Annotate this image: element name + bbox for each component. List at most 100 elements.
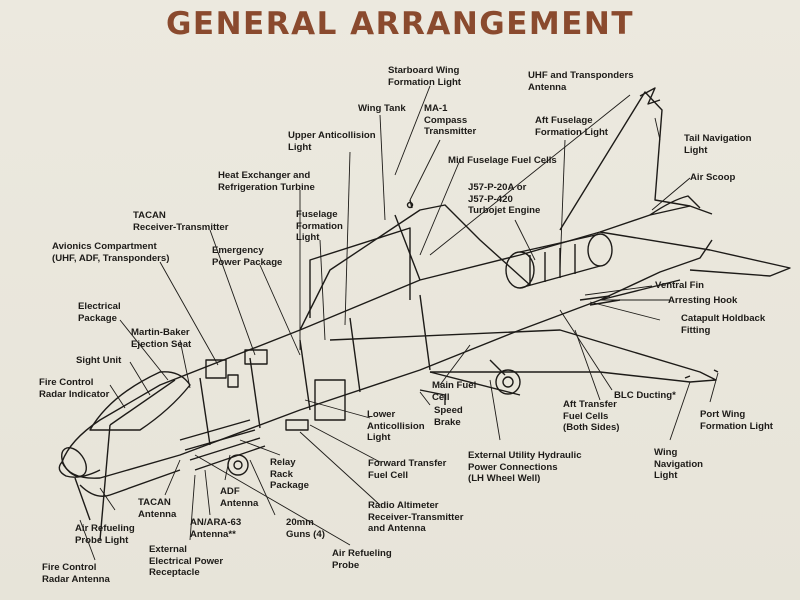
label-line: TACAN bbox=[133, 210, 166, 221]
label-line: Fire Control bbox=[39, 377, 94, 388]
label-line: Port Wing bbox=[700, 409, 746, 420]
label-line: Fitting bbox=[681, 324, 711, 336]
label-line: External Utility Hydraulic bbox=[468, 450, 582, 461]
label-line: Radar Antenna bbox=[42, 573, 110, 585]
label-speed-brake: Speed Brake bbox=[434, 405, 463, 428]
label-line: Light bbox=[654, 470, 678, 481]
label-blc-ducting: BLC Ducting* bbox=[614, 390, 676, 402]
label-air-scoop: Air Scoop bbox=[690, 172, 735, 184]
label-line: J57-P-420 bbox=[468, 193, 513, 205]
label-line: Navigation bbox=[654, 458, 704, 470]
label-external-power: External Electrical Power Receptacle bbox=[149, 544, 223, 579]
label-air-refueling-probe: Air Refueling Probe bbox=[332, 548, 392, 571]
label-line: ADF bbox=[220, 486, 240, 497]
label-line: Light bbox=[288, 141, 312, 153]
label-wing-tank: Wing Tank bbox=[358, 103, 406, 115]
label-line: Anticollision bbox=[367, 420, 425, 432]
label-line: Air Refueling bbox=[75, 523, 135, 534]
label-tail-nav-light: Tail Navigation Light bbox=[684, 133, 752, 156]
label-line: BLC Ducting* bbox=[614, 390, 676, 401]
label-line: AN/ARA-63 bbox=[190, 517, 242, 528]
label-port-wing-light: Port Wing Formation Light bbox=[700, 409, 773, 432]
label-line: Fuel Cell bbox=[368, 469, 408, 481]
label-main-fuel-cell: Main Fuel Cell bbox=[432, 380, 476, 403]
label-line: Guns (4) bbox=[286, 528, 325, 540]
leader-lines bbox=[79, 85, 719, 561]
label-catapult: Catapult Holdback Fitting bbox=[681, 313, 765, 336]
label-line: Package bbox=[78, 312, 117, 324]
label-line: Probe bbox=[332, 559, 360, 571]
label-uhf-antenna: UHF and Transponders Antenna bbox=[528, 70, 634, 93]
label-line: Ventral Fin bbox=[655, 280, 705, 291]
label-tacan-antenna: TACAN Antenna bbox=[138, 497, 176, 520]
label-line: Air Scoop bbox=[690, 172, 736, 183]
label-line: Heat Exchanger and bbox=[218, 170, 311, 181]
label-ara63-antenna: AN/ARA-63 Antenna** bbox=[190, 517, 241, 540]
label-line: Light bbox=[296, 232, 320, 243]
label-line: Aft Fuselage bbox=[535, 115, 593, 126]
label-line: Electrical bbox=[78, 301, 121, 312]
label-line: MA-1 bbox=[424, 103, 448, 114]
label-line: Fuel Cells bbox=[563, 410, 609, 422]
label-line: Catapult Holdback bbox=[681, 313, 766, 324]
label-line: Aft Transfer bbox=[563, 399, 617, 410]
label-line: Antenna** bbox=[190, 528, 236, 540]
label-air-refueling-light: Air Refueling Probe Light bbox=[75, 523, 135, 546]
label-line: Forward Transfer bbox=[368, 458, 447, 469]
label-line: (UHF, ADF, Transponders) bbox=[52, 252, 170, 264]
label-line: Fire Control bbox=[42, 562, 97, 573]
label-line: Formation Light bbox=[700, 420, 774, 432]
label-line: UHF and Transponders bbox=[528, 70, 634, 81]
label-line: TACAN bbox=[138, 497, 171, 508]
label-avionics: Avionics Compartment (UHF, ADF, Transpon… bbox=[52, 241, 169, 264]
label-line: Receiver-Transmitter bbox=[133, 221, 229, 233]
label-starboard-wing-light: Starboard Wing Formation Light bbox=[388, 65, 461, 88]
label-line: Relay bbox=[270, 457, 296, 468]
label-line: Formation bbox=[296, 220, 343, 232]
label-line: Package bbox=[270, 480, 309, 491]
label-line: Antenna bbox=[138, 508, 177, 520]
label-line: Light bbox=[684, 144, 708, 156]
label-heat-exchanger: Heat Exchanger and Refrigeration Turbine bbox=[218, 170, 315, 193]
label-line: Martin-Baker bbox=[131, 327, 190, 338]
label-line: (Both Sides) bbox=[563, 422, 620, 433]
label-guns: 20mm Guns (4) bbox=[286, 517, 325, 540]
label-line: Brake bbox=[434, 416, 461, 428]
label-line: Transmitter bbox=[424, 126, 477, 137]
label-line: (LH Wheel Well) bbox=[468, 473, 541, 484]
label-line: Lower bbox=[367, 409, 396, 420]
label-sight-unit: Sight Unit bbox=[76, 355, 121, 367]
label-line: Sight Unit bbox=[76, 355, 122, 366]
label-line: Light bbox=[367, 432, 391, 443]
label-lower-anticollision: Lower Anticollision Light bbox=[367, 409, 425, 444]
label-fuselage-light: Fuselage Formation Light bbox=[296, 209, 343, 244]
label-line: Power Package bbox=[212, 256, 283, 268]
label-line: Power Connections bbox=[468, 461, 558, 473]
label-hydraulic-connections: External Utility Hydraulic Power Connect… bbox=[468, 450, 582, 485]
label-aft-transfer-cells: Aft Transfer Fuel Cells (Both Sides) bbox=[563, 399, 620, 434]
label-line: Rack bbox=[270, 468, 293, 480]
label-wing-nav-light: Wing Navigation Light bbox=[654, 447, 703, 482]
label-line: Emergency bbox=[212, 245, 264, 256]
label-relay-rack: Relay Rack Package bbox=[270, 457, 309, 492]
label-line: Antenna bbox=[528, 81, 567, 93]
label-adf-antenna: ADF Antenna bbox=[220, 486, 258, 509]
label-forward-transfer-cell: Forward Transfer Fuel Cell bbox=[368, 458, 446, 481]
label-line: Ejection Seat bbox=[131, 338, 192, 350]
label-tacan-rt: TACAN Receiver-Transmitter bbox=[133, 210, 228, 233]
label-line: Electrical Power bbox=[149, 555, 224, 567]
label-line: Air Refueling bbox=[332, 548, 392, 559]
label-line: Arresting Hook bbox=[668, 295, 738, 306]
label-line: Radio Altimeter bbox=[368, 500, 439, 511]
label-line: Avionics Compartment bbox=[52, 241, 157, 252]
label-electrical-package: Electrical Package bbox=[78, 301, 121, 324]
label-fire-control-indicator: Fire Control Radar Indicator bbox=[39, 377, 109, 400]
label-line: Receptacle bbox=[149, 567, 200, 578]
label-line: Radar Indicator bbox=[39, 388, 110, 400]
label-line: Main Fuel bbox=[432, 380, 477, 391]
aircraft-outline bbox=[58, 87, 791, 541]
label-line: Mid Fuselage Fuel Cells bbox=[448, 155, 557, 166]
label-line: Compass bbox=[424, 114, 468, 126]
